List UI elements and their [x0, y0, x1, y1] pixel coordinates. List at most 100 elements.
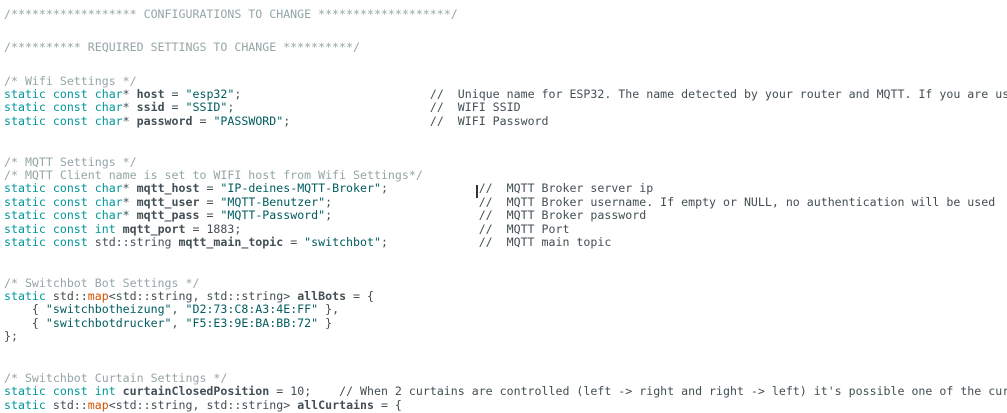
code-text: *	[122, 181, 137, 196]
code-text	[388, 181, 479, 195]
code-text	[290, 114, 430, 128]
code-section-banner-configurations: /****************** CONFIGURATIONS TO CH…	[4, 8, 1007, 21]
code-line: /* MQTT Client name is set to WIFI host …	[4, 168, 1007, 182]
number-literal: 1883	[206, 221, 235, 236]
code-line: { "switchbotdrucker", "F5:E3:9E:BA:BB:72…	[4, 315, 1007, 330]
string-literal: "F5:E3:9E:BA:BB:72"	[185, 315, 319, 330]
code-text: ;	[234, 86, 242, 101]
string-literal: "switchbot"	[304, 235, 381, 250]
code-text: =	[185, 221, 207, 236]
string-literal: "MQTT-Password"	[220, 208, 326, 223]
code-line: static const char* mqtt_user = "MQTT-Ben…	[4, 194, 1007, 209]
code-text: =	[199, 181, 221, 196]
block-comment: /* MQTT Settings */	[4, 155, 137, 169]
code-text: ;	[325, 194, 333, 209]
block-comment: /* Wifi Settings */	[4, 74, 137, 88]
string-literal: "esp32"	[185, 86, 235, 101]
code-text	[332, 208, 479, 222]
code-text: <std::string, std::string>	[108, 288, 298, 303]
keyword: static const char	[4, 100, 123, 115]
code-line: /* MQTT Settings */	[4, 156, 1007, 169]
code-text	[116, 384, 123, 398]
identifier: password	[136, 113, 193, 128]
code-text: ,	[171, 302, 186, 317]
code-text: =	[199, 208, 221, 223]
number-literal: 10	[290, 384, 305, 399]
code-line: /* Wifi Settings */	[4, 75, 1007, 88]
code-section-mqtt-settings: /* MQTT Settings *//* MQTT Client name i…	[4, 156, 1007, 250]
code-text: =	[164, 100, 186, 115]
code-text: *	[122, 86, 137, 101]
identifier: mqtt_main_topic	[178, 235, 284, 250]
keyword: static const char	[4, 194, 123, 209]
identifier: host	[136, 86, 165, 101]
text-cursor	[476, 185, 478, 198]
code-text: *	[122, 208, 137, 223]
code-text: =	[283, 235, 305, 250]
block-comment: /* Switchbot Curtain Settings */	[4, 372, 228, 385]
line-comment: // MQTT Broker server ip	[478, 181, 654, 196]
string-literal: "SSID"	[185, 100, 228, 115]
block-comment: /****************** CONFIGURATIONS TO CH…	[4, 8, 458, 21]
code-text	[234, 100, 429, 114]
code-text: =	[192, 113, 214, 128]
code-text: ;	[283, 113, 291, 128]
code-text: },	[318, 302, 340, 317]
code-text: *	[122, 113, 137, 128]
keyword: static const char	[4, 86, 123, 101]
code-text: std::	[45, 288, 88, 303]
identifier: allBots	[297, 288, 347, 303]
line-comment: // MQTT Port	[478, 221, 570, 236]
code-line: static const int curtainClosedPosition =…	[4, 385, 1007, 398]
code-text	[241, 87, 429, 101]
line-comment: // WIFI SSID	[429, 100, 521, 115]
code-text: ;	[380, 235, 388, 250]
code-line: /****************** CONFIGURATIONS TO CH…	[4, 8, 1007, 21]
code-line: static std::map<std::string, std::string…	[4, 288, 1007, 303]
identifier: curtainClosedPosition	[122, 384, 270, 399]
identifier: allCurtains	[297, 397, 374, 412]
code-text	[241, 222, 478, 236]
code-text: ;	[325, 208, 333, 223]
code-line: /* Switchbot Bot Settings */	[4, 277, 1007, 290]
function-name: map	[87, 288, 109, 303]
code-text: *	[122, 194, 137, 209]
code-text: {	[4, 302, 46, 317]
code-line: };	[4, 330, 1007, 343]
line-comment: // MQTT Broker password	[478, 208, 647, 223]
code-text: {	[4, 315, 46, 330]
identifier: mqtt_user	[136, 194, 200, 209]
code-text: ;	[304, 384, 340, 399]
block-comment: /********** REQUIRED SETTINGS TO CHANGE …	[4, 41, 360, 54]
identifier: mqtt_host	[136, 181, 200, 196]
code-text: *	[122, 100, 137, 115]
code-line: { "switchbotheizung", "D2:73:C8:A3:4E:FF…	[4, 303, 1007, 316]
code-text: =	[269, 384, 291, 399]
keyword: static const int	[4, 221, 116, 236]
code-line: static const int mqtt_port = 1883; // MQ…	[4, 221, 1007, 236]
code-line: static const char* mqtt_pass = "MQTT-Pas…	[4, 209, 1007, 222]
keyword: static const char	[4, 113, 123, 128]
keyword: static	[4, 288, 46, 303]
string-literal: "switchbotdrucker"	[45, 315, 172, 330]
code-text	[388, 235, 479, 249]
code-text: }	[318, 315, 333, 330]
code-section-switchbot-curtain-settings: /* Switchbot Curtain Settings */static c…	[4, 372, 1007, 412]
code-text: =	[164, 86, 186, 101]
code-line: static const std::string mqtt_main_topic…	[4, 235, 1007, 250]
string-literal: "PASSWORD"	[213, 113, 284, 128]
code-line: static const char* mqtt_host = "IP-deine…	[4, 182, 1007, 195]
code-text: ;	[380, 181, 388, 196]
identifier: mqtt_pass	[136, 208, 200, 223]
code-line: static const char* ssid = "SSID"; // WIF…	[4, 101, 1007, 114]
string-literal: "D2:73:C8:A3:4E:FF"	[185, 302, 319, 317]
line-comment: // MQTT Broker username. If empty or NUL…	[478, 194, 996, 209]
code-line: static const char* password = "PASSWORD"…	[4, 113, 1007, 128]
string-literal: "switchbotheizung"	[45, 302, 172, 317]
keyword: static const	[4, 235, 88, 250]
code-text: ,	[171, 315, 186, 330]
code-line: /* Switchbot Curtain Settings */	[4, 372, 1007, 385]
code-text	[332, 195, 479, 209]
code-text: =	[199, 194, 221, 209]
